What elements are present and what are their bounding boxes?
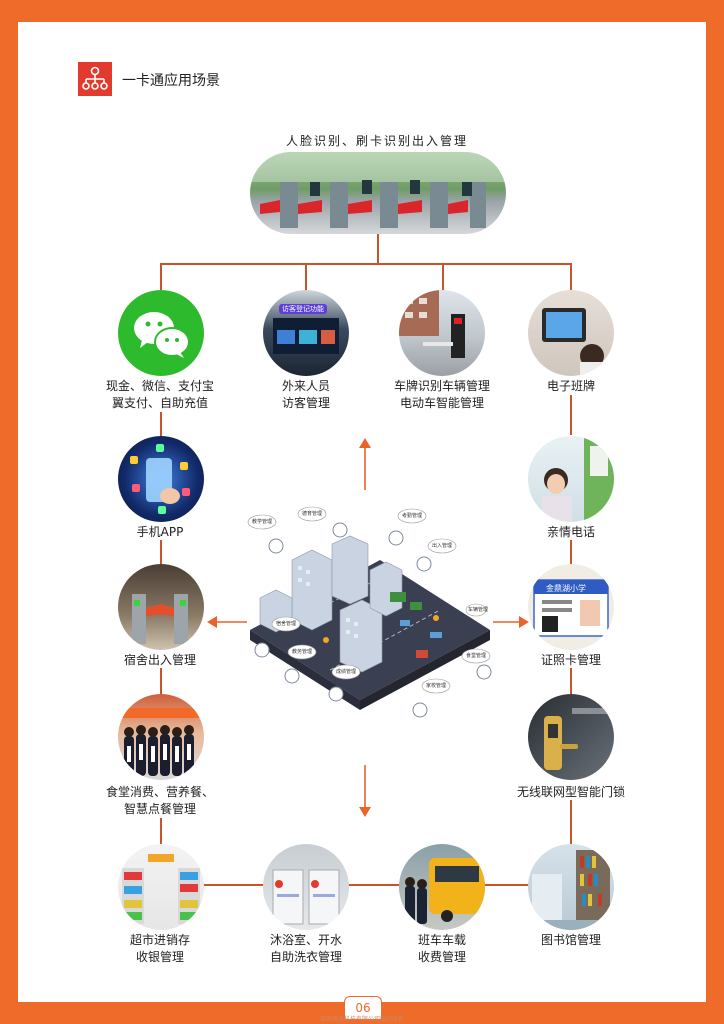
arrow-left-icon	[207, 616, 247, 628]
arrow-right-icon	[493, 616, 529, 628]
center-tag: 食堂管理	[466, 653, 487, 659]
dorm-label: 宿舍出入管理	[123, 653, 196, 667]
page-number: 06	[344, 996, 382, 1019]
payment-label-1: 现金、微信、支付宝	[105, 379, 214, 393]
doorlock-circle	[528, 694, 614, 780]
center-tag: 家校管理	[426, 683, 447, 689]
campus-illustration: 教学管理 德育管理 考勤管理 出入管理 宿舍管理 教务管理 成绩管理 家校管理 …	[240, 500, 500, 726]
app-label: 手机APP	[136, 525, 184, 539]
bath-label-2: 自助洗衣管理	[269, 950, 342, 964]
vehicle-label-1: 车牌识别车辆管理	[393, 379, 490, 393]
wechat-circle	[118, 290, 204, 376]
phone-label: 亲情电话	[546, 525, 595, 539]
app-circle	[118, 436, 204, 522]
copyright-text: 云南恒达科技有限公司版权所有	[319, 1016, 404, 1023]
page-title: 一卡通应用场景	[122, 73, 220, 89]
center-tag: 成绩管理	[336, 669, 357, 675]
connector	[570, 800, 572, 844]
vehicle-circle	[399, 290, 485, 376]
market-circle	[118, 844, 204, 930]
connector	[160, 263, 162, 295]
wechat-icon	[134, 312, 190, 358]
arrow-down-icon	[359, 765, 371, 817]
visitor-label-2: 访客管理	[281, 396, 330, 410]
connector	[305, 263, 307, 295]
market-label-1: 超市进销存	[129, 933, 190, 947]
center-tag: 考勤管理	[402, 513, 423, 519]
doorlock-label: 无线联网型智能门锁	[516, 785, 625, 799]
center-tag: 出入管理	[432, 543, 453, 549]
canteen-label-1: 食堂消费、营养餐、	[105, 785, 214, 799]
library-circle	[528, 844, 614, 930]
connector	[200, 884, 530, 886]
dorm-circle	[118, 564, 204, 650]
connector	[160, 668, 162, 694]
connector	[570, 263, 572, 295]
connector	[377, 234, 379, 264]
gate-photo	[250, 152, 506, 234]
connector	[570, 395, 572, 435]
center-tag: 车辆管理	[468, 607, 489, 613]
visitor-screen-text: 访客登记功能	[279, 304, 327, 314]
bath-circle	[263, 844, 349, 930]
center-tag: 德育管理	[302, 511, 323, 517]
connector	[570, 540, 572, 566]
center-tag: 教务管理	[292, 649, 313, 655]
market-label-2: 收银管理	[135, 950, 184, 964]
payment-label-2: 翼支付、自助充值	[111, 396, 208, 410]
connector	[160, 263, 572, 265]
phone-circle	[528, 436, 614, 522]
bus-label-1: 班车车载	[417, 933, 466, 947]
board-label: 电子班牌	[546, 379, 595, 393]
idcard-circle: 金鼎湖小学	[528, 564, 614, 650]
connector	[160, 412, 162, 440]
center-tag: 教学管理	[252, 519, 273, 525]
header-icon	[78, 62, 112, 96]
bus-label-2: 收费管理	[417, 950, 466, 964]
phone-app-icon	[130, 444, 190, 514]
connector	[570, 668, 572, 694]
library-label: 图书馆管理	[540, 933, 601, 947]
canteen-label-2: 智慧点餐管理	[123, 802, 196, 816]
idcard-label: 证照卡管理	[540, 653, 601, 667]
visitor-label-1: 外来人员	[281, 379, 330, 393]
center-tag: 宿舍管理	[276, 621, 297, 627]
arrow-up-icon	[359, 438, 371, 490]
bath-label-1: 沐浴室、开水	[269, 933, 342, 947]
vehicle-label-2: 电动车智能管理	[399, 396, 484, 410]
connector	[442, 263, 444, 295]
idcard-text: 金鼎湖小学	[546, 584, 586, 593]
top-caption: 人脸识别、刷卡识别出入管理	[285, 134, 468, 148]
board-circle	[528, 290, 614, 376]
connector	[160, 540, 162, 566]
canteen-circle	[118, 694, 204, 780]
bus-circle	[399, 844, 485, 930]
org-chart-icon	[82, 66, 108, 90]
visitor-circle: 访客登记功能	[263, 290, 349, 376]
lock-icon	[544, 708, 612, 770]
connector	[160, 818, 162, 844]
